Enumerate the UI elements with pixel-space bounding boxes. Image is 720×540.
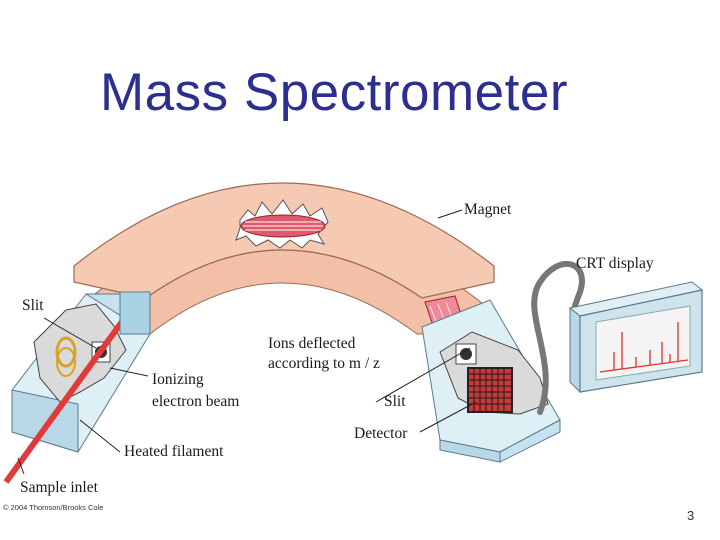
detector-grid-icon	[467, 367, 513, 413]
magnet-coil-icon	[235, 199, 329, 249]
label-ions-deflected-line1: Ions deflected	[268, 335, 356, 352]
mass-spectrometer-diagram: Magnet CRT display Slit Ions deflected a…	[3, 182, 704, 512]
label-ions-deflected-line2: according to m / z	[268, 355, 380, 372]
slide-title: Mass Spectrometer	[100, 63, 568, 122]
label-ionizing-line1: Ionizing	[152, 371, 204, 388]
label-magnet: Magnet	[464, 201, 512, 218]
label-crt-display: CRT display	[576, 255, 654, 272]
label-slit-right: Slit	[384, 393, 406, 410]
label-detector: Detector	[354, 425, 408, 442]
copyright-text: © 2004 Thomson/Brooks Cole	[3, 503, 103, 512]
label-sample-inlet: Sample inlet	[20, 479, 99, 496]
crt-display-icon	[568, 281, 704, 394]
label-ionizing-line2: electron beam	[152, 393, 239, 410]
label-slit-left: Slit	[22, 297, 44, 314]
left-slit-tube	[119, 291, 151, 335]
label-heated-filament: Heated filament	[124, 443, 224, 460]
leader-lines	[17, 209, 477, 475]
page-number: 3	[687, 508, 695, 523]
